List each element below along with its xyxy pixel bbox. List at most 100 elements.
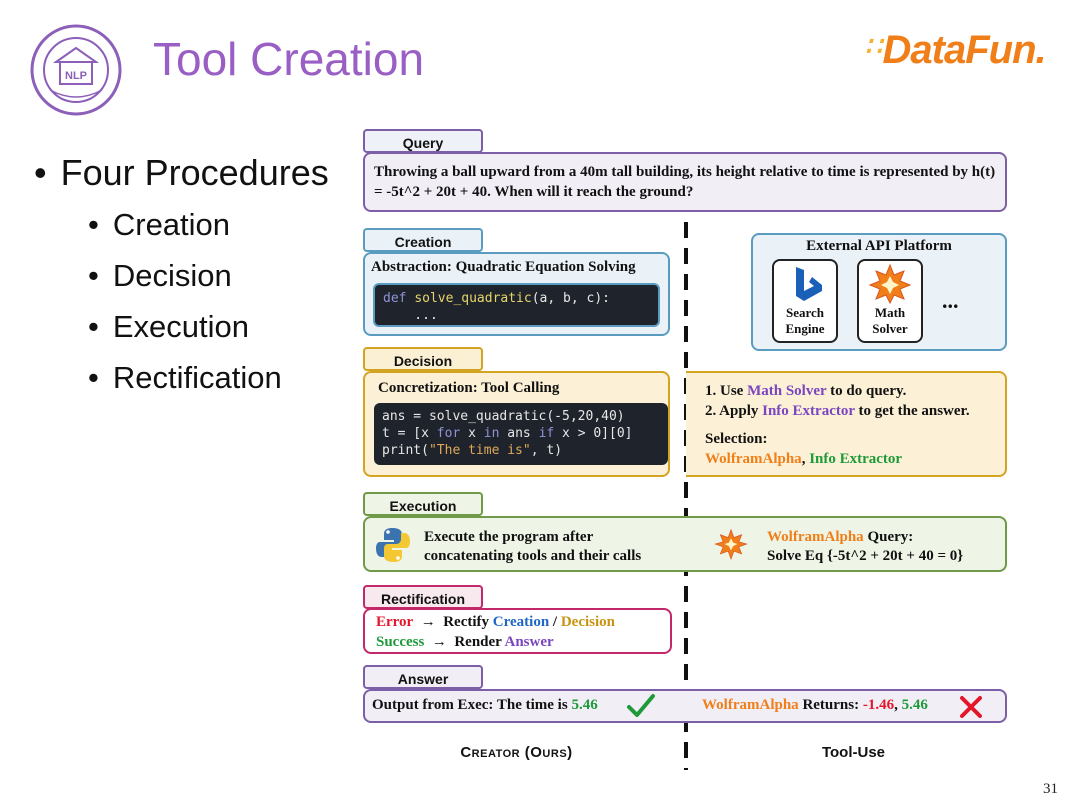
step2-text-a: 2. Apply [705,403,763,419]
rect-decision: Decision [560,614,616,630]
execution-line-1: Execute the program after [424,529,594,545]
python-icon [376,528,410,562]
code-ellipsis: ... [383,308,438,323]
execution-query-label: Query: [863,529,914,545]
rect-error: Error [376,614,414,630]
step1-tool: Math Solver [747,383,827,399]
query-panel [363,152,1007,212]
creation-code-block: def solve_quadratic(a, b, c): ... [373,283,660,327]
creation-heading: Abstraction: Quadratic Equation Solving [371,259,636,275]
rect-creation: Creation [492,614,550,630]
rect-rectify: Rectify [443,614,493,630]
code-args: (a, b, c): [531,291,610,306]
arrow-right-icon: → [431,634,447,650]
code-line-2b: x [460,426,484,441]
answer-pos-value: 5.46 [901,697,928,713]
math-label: Math [874,305,906,320]
execution-panel [363,516,1007,572]
bullet-decision: Decision [88,258,232,294]
code-line-3a: print( [382,443,429,458]
code-kw-if: if [538,426,555,441]
code-string: "The time is" [428,443,531,458]
rect-slash: / [549,614,561,630]
selection-info-extractor: Info Extractor [809,451,903,467]
execution-wolfram: WolframAlpha [767,529,864,545]
slide-title: Tool Creation [153,33,425,85]
bullet-rectification: Rectification [88,360,282,396]
decision-heading: Concretization: Tool Calling [378,380,560,396]
rect-render: Render [454,634,505,650]
query-tag: Query [363,129,483,153]
execution-tag: Execution [363,492,483,516]
code-kw-for: for [436,426,461,441]
answer-right-text: WolframAlpha Returns: -1.46, 5.46 [702,697,928,714]
rect-success: Success [376,634,425,650]
rectification-success-row: Success → Render Answer [376,634,554,651]
code-line-1: ans = solve_quadratic(-5,20,40) [382,409,625,424]
tool-use-label: Tool-Use [821,744,886,761]
rectification-error-row: Error → Rectify Creation / Decision [376,614,615,631]
selection-label: Selection: [705,431,768,447]
university-seal-logo: NLP [30,24,122,116]
execution-left-text: Execute the program after concatenating t… [424,528,641,566]
divider-dashed-line [684,222,688,770]
solver-label: Solver [872,321,908,336]
bullet-execution: Execution [88,309,249,345]
answer-value: 5.46 [571,697,598,713]
selection-wolfram: WolframAlpha [705,451,802,467]
wolfram-star-icon [714,528,748,560]
bing-icon [796,267,822,301]
answer-output-label: Output from Exec: The time is [372,697,572,713]
more-ellipsis: ... [942,288,959,313]
query-text: Throwing a ball upward from a 40m tall b… [374,164,996,200]
creator-label: Creator (Ours) [460,744,573,761]
decision-step-1: 1. Use Math Solver to do query. [705,383,906,400]
code-line-2d: x > 0][0] [554,426,633,441]
code-line-2a: t = [x [382,426,437,441]
logo-dots-icon: ∷ [865,31,882,61]
rect-answer: Answer [504,634,554,650]
brand-text: DataFun. [882,28,1047,72]
search-label: Search [785,305,825,320]
execution-line-2: concatenating tools and their calls [424,548,642,564]
creation-tag: Creation [363,228,483,252]
step1-text-b: to do query. [826,383,907,399]
code-line-3b: , t) [530,443,563,458]
arrow-right-icon: → [420,614,436,630]
code-kw-in: in [483,426,500,441]
rectification-panel [363,608,672,654]
answer-returns-label: Returns: [798,697,863,713]
answer-wolfram: WolframAlpha [702,697,799,713]
step2-tool: Info Extractor [762,403,855,419]
decision-step-2: 2. Apply Info Extractor to get the answe… [705,403,970,420]
engine-label: Engine [785,321,825,336]
bullet-creation: Creation [88,207,230,243]
answer-neg-value: -1.46 [862,697,895,713]
decision-tag: Decision [363,347,483,371]
answer-panel [363,689,1007,723]
decision-code-block: ans = solve_quadratic(-5,20,40) t = [x f… [374,403,668,465]
rectification-tag: Rectification [363,585,483,609]
step1-text-a: 1. Use [705,383,748,399]
datafun-logo: ∷DataFun. [865,28,1047,73]
execution-right-text: WolframAlpha Query: Solve Eq {-5t^2 + 20t… [767,528,963,566]
external-api-title: External API Platform [806,238,952,254]
code-keyword: def [383,291,407,306]
cross-icon [960,696,982,718]
decision-right-panel [686,371,1007,477]
wolfram-star-icon [868,263,912,305]
answer-sep: , [894,697,902,713]
code-line-2c: ans [499,426,539,441]
code-function: solve_quadratic [414,291,532,306]
execution-equation: Solve Eq {-5t^2 + 20t + 40 = 0} [767,548,964,564]
selection-sep: , [801,451,810,467]
page-number: 31 [1043,781,1058,797]
selection-values: WolframAlpha, Info Extractor [705,451,902,468]
step2-text-b: to get the answer. [854,403,970,419]
checkmark-icon [627,694,655,717]
answer-tag: Answer [363,665,483,689]
answer-left-text: Output from Exec: The time is 5.46 [372,697,598,714]
bullet-main: Four Procedures [34,152,329,194]
